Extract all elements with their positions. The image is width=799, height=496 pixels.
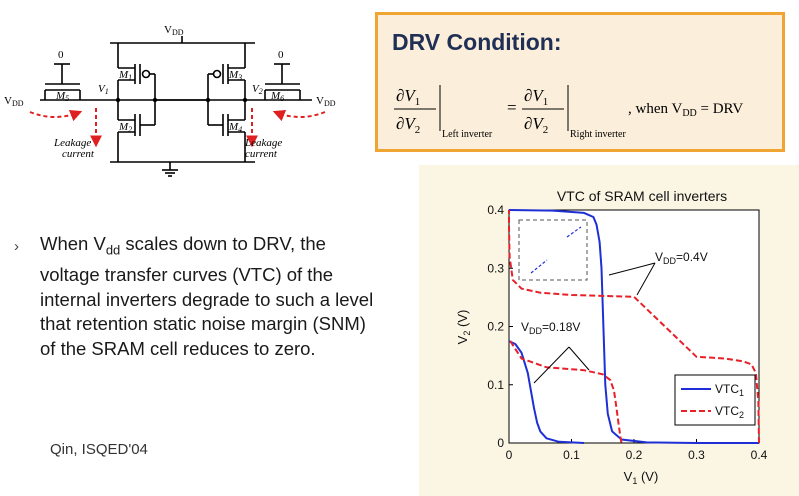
x-tick-label: 0.1 [563,448,580,462]
drv-condition-box: DRV Condition: ∂V1 ∂V2 Left inverter = ∂… [375,12,785,152]
m5-label: M5 [55,90,69,103]
zoom-box-annotation [518,219,588,281]
svg-text:∂V2: ∂V2 [524,114,548,136]
y-tick-label: 0 [497,436,504,450]
y-axis-ticks: 0 0.1 0.2 0.3 0.4 [487,203,513,450]
y-tick-label: 0.4 [487,203,504,217]
svg-text:∂V1: ∂V1 [396,86,420,108]
series-layer [508,209,760,444]
m4-label: M4 [228,121,242,134]
svg-text:∂V1: ∂V1 [524,86,548,108]
drv-equation: ∂V1 ∂V2 Left inverter = ∂V1 ∂V2 Right in… [394,85,743,140]
x-tick-label: 0.3 [688,448,705,462]
annotation-vdd-018: VDD=0.18V [521,320,580,336]
vdd-right-label: VDD [316,95,336,108]
leakage-right-label-2: current [245,148,278,160]
leakage-arrows [29,108,326,148]
svg-text:=: = [507,98,517,117]
vtc-chart: VTC of SRAM cell inverters 0 0.1 0.2 0.3 0.4… [455,188,768,486]
legend-label-vtc2: VTC2 [715,404,744,420]
series-line-1 [508,210,760,444]
y-tick-label: 0.3 [487,261,504,275]
series-line-0 [508,209,759,444]
m1-label: M1 [118,69,132,82]
leakage-right-label-1: Leakage [244,137,282,149]
series-line-3 [509,340,623,444]
legend-label-vtc1: VTC1 [715,382,744,398]
node-dots [115,97,248,103]
annotation-vdd-04: VDD=0.4V [655,250,708,266]
citation: Qin, ISQED'04 [50,441,148,458]
leakage-left-label-2: current [62,148,95,160]
gate-left-label: 0 [58,49,64,61]
drv-condition-text: , when VDD = DRV [628,101,743,119]
annotation-arrows [533,262,656,384]
right-inverter-label: Right inverter [570,129,626,140]
vdd-top-label: VDD [164,24,184,37]
left-inverter-label: Left inverter [442,129,493,140]
drv-title: DRV Condition: [392,29,562,55]
x-axis-ticks: 0 0.1 0.2 0.3 0.4 [506,439,768,462]
m3-label: M3 [228,69,242,82]
sram-cell-schematic: VDD 0 0 VDD VDD M5 M6 M1 M2 M3 M4 V1 V2 … [4,24,336,177]
m6-label: M6 [270,90,284,103]
v1-label: V1 [98,83,109,96]
gate-right-label: 0 [278,49,284,61]
svg-text:∂V2: ∂V2 [396,114,420,136]
series-line-2 [508,340,585,444]
bullet-icon: › [14,238,19,255]
x-tick-label: 0 [506,448,513,462]
x-tick-label: 0.4 [751,448,768,462]
y-tick-label: 0.1 [487,378,504,392]
description-paragraph: When Vdd scales down to DRV, the voltage… [40,233,374,359]
vdd-left-label: VDD [4,95,24,108]
y-axis-label: V2 (V) [455,310,472,345]
x-tick-label: 0.2 [626,448,643,462]
leakage-left-label-1: Leakage [53,137,91,149]
legend: VTC1 VTC2 [674,374,756,426]
m2-label: M2 [118,121,132,134]
chart-title: VTC of SRAM cell inverters [557,188,727,204]
v2-label: V2 [252,83,263,96]
y-tick-label: 0.2 [487,320,504,334]
x-axis-label: V1 (V) [624,469,659,486]
